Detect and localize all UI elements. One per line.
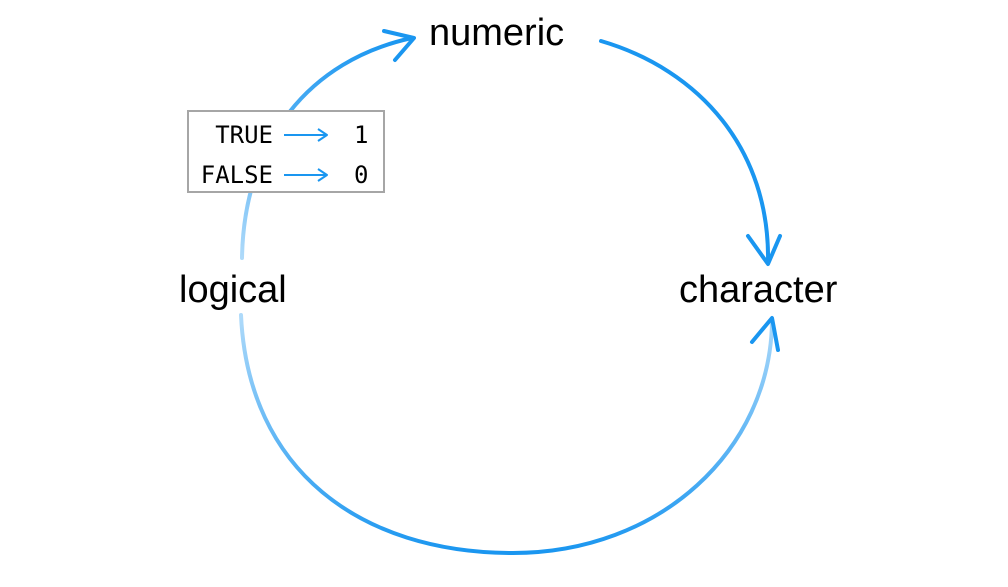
node-character: character bbox=[679, 269, 838, 311]
arrowhead-character-top bbox=[746, 234, 782, 266]
arrowhead-character-bottom bbox=[750, 316, 780, 352]
mapping-to-0: 0 bbox=[354, 161, 369, 189]
arrow-logical-to-character bbox=[239, 313, 774, 556]
right-arrow-icon bbox=[284, 128, 328, 142]
node-logical: logical bbox=[179, 269, 287, 311]
mapping-row-false: FALSE 0 bbox=[189, 160, 383, 190]
mapping-from-false: FALSE bbox=[200, 161, 273, 189]
mapping-from-true: TRUE bbox=[215, 121, 273, 149]
node-numeric: numeric bbox=[429, 12, 565, 54]
arrowhead-numeric bbox=[382, 29, 416, 62]
mapping-row-true: TRUE 1 bbox=[189, 120, 383, 150]
arrow-numeric-to-character bbox=[599, 39, 771, 264]
right-arrow-icon bbox=[284, 168, 328, 182]
mapping-to-1: 1 bbox=[354, 121, 369, 149]
logical-to-numeric-mapping-box: TRUE 1 FALSE 0 bbox=[187, 110, 385, 193]
